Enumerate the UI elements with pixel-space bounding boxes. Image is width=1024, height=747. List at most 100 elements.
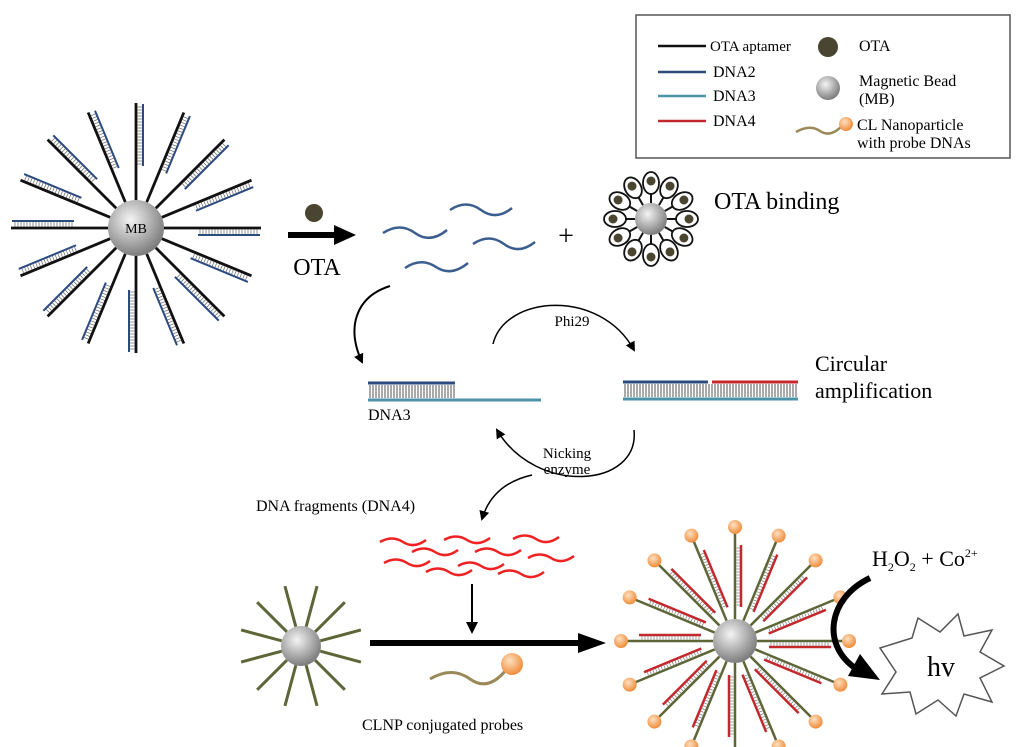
sandwich-duplex xyxy=(754,648,848,692)
aptamer-loop xyxy=(664,191,694,212)
aptamer-duplex xyxy=(18,237,111,278)
amplified-duplex xyxy=(623,380,798,401)
ota-molecule-icon xyxy=(679,195,689,205)
nicking-arrow xyxy=(495,428,635,478)
ota-label: OTA xyxy=(293,255,341,281)
legend-bead-label-2: (MB) xyxy=(859,91,895,108)
ota-molecule-icon xyxy=(608,214,618,224)
magnetic-bead-2 xyxy=(635,203,667,235)
cl-nanoparticle xyxy=(622,590,637,605)
cl-nanoparticle xyxy=(614,634,628,648)
released-dna2-strands xyxy=(382,203,536,273)
cl-nanoparticle xyxy=(771,739,786,747)
probe-dna-strand xyxy=(314,601,346,633)
probe-dna-strand xyxy=(256,659,288,691)
nicking-label-2: enzyme xyxy=(544,462,591,478)
fragment-down-arrow xyxy=(466,584,478,634)
cl-nanoparticle xyxy=(808,714,823,729)
sandwich-duplex xyxy=(741,660,786,747)
probe-dna-strand xyxy=(240,628,283,643)
sandwich-duplex xyxy=(727,663,737,747)
ota-molecule-icon xyxy=(684,214,694,224)
probe-dna-strand xyxy=(319,628,362,643)
aptamer-duplex xyxy=(134,103,144,200)
aptamer-loop xyxy=(667,210,699,228)
nicking-label-1: Nicking xyxy=(543,446,592,462)
aptamer-duplex xyxy=(46,134,118,210)
aptamer-duplex xyxy=(145,253,186,346)
legend-bead-label-1: Magnetic Bead xyxy=(859,73,956,90)
magnetic-bead-3 xyxy=(281,626,321,666)
h2o2-co-label: H2O2 + Co2+ xyxy=(872,546,978,574)
magnetic-bead-4 xyxy=(713,619,757,663)
sandwich-duplex xyxy=(647,655,721,729)
aptamer-duplex xyxy=(19,173,111,219)
dna4-fragments xyxy=(379,534,575,579)
aptamer-duplex xyxy=(154,246,226,322)
legend-clnp-strand xyxy=(795,125,843,135)
plus-sign: + xyxy=(558,221,574,252)
aptamer-loop xyxy=(608,191,638,212)
ota-molecule-icon xyxy=(627,181,637,191)
hv-label: hv xyxy=(927,652,955,683)
cl-nanoparticle xyxy=(842,634,856,648)
probe-dna-strand xyxy=(283,664,298,707)
cl-nanoparticle xyxy=(684,739,699,747)
legend-clnp-icon xyxy=(839,117,853,131)
aptamer-duplex xyxy=(81,253,127,345)
aptamer-loop xyxy=(642,171,660,203)
probe-dna-strand xyxy=(314,659,346,691)
aptamer-duplex xyxy=(42,246,118,318)
magnetic-bead-1 xyxy=(108,200,164,256)
sandwich-duplex xyxy=(742,528,786,622)
phi29-arrow xyxy=(492,304,635,352)
cl-nanoparticle xyxy=(647,714,662,729)
probe-dna-strand xyxy=(256,601,288,633)
legend-ota-label: OTA xyxy=(859,38,891,55)
aptamer-duplex xyxy=(154,138,230,210)
aptamer-duplex xyxy=(161,237,253,283)
probe-dna-spokes xyxy=(240,585,362,707)
cl-nanoparticle xyxy=(647,553,662,568)
mb-aptamer-spokes xyxy=(11,103,261,353)
ota-bound-aptamer-loops xyxy=(603,171,699,267)
sandwich-duplex xyxy=(749,553,823,627)
clnp-probe-strand xyxy=(429,669,508,686)
ota-molecule-icon xyxy=(613,195,623,205)
ota-molecule-icon xyxy=(627,247,637,257)
probe-dna-strand xyxy=(240,649,283,664)
clnp-probe-particle xyxy=(501,653,523,675)
probe-dna-strand xyxy=(304,585,319,628)
aptamer-duplex xyxy=(86,110,127,203)
sandwich-duplex xyxy=(622,590,716,634)
hybridize-arrow xyxy=(353,285,391,364)
sandwich-duplex xyxy=(647,553,721,627)
sandwich-duplex xyxy=(684,660,728,747)
cl-nanoparticle xyxy=(771,528,786,543)
sandwich-duplex xyxy=(728,520,743,619)
legend-dna3-label: DNA3 xyxy=(713,88,756,105)
sandwich-duplex xyxy=(614,633,713,648)
light-emission-burst xyxy=(878,612,1006,718)
aptamer-duplex xyxy=(11,220,108,230)
aptamer-loop xyxy=(623,176,644,206)
ota-molecule-icon xyxy=(305,204,323,222)
legend-clnp-label-1: CL Nanoparticle xyxy=(857,117,963,134)
ota-binding-label: OTA binding xyxy=(714,189,839,215)
dna3-dna2-duplex xyxy=(368,381,541,402)
dna-fragments-label: DNA fragments (DNA4) xyxy=(256,498,415,515)
clnp-complex-spokes xyxy=(614,520,856,747)
ota-molecule-icon xyxy=(665,181,675,191)
aptamer-loop xyxy=(603,210,635,228)
ota-molecule-icon xyxy=(665,247,675,257)
probe-dna-strand xyxy=(304,664,319,707)
legend-ota-icon xyxy=(818,37,838,57)
ota-molecule-icon xyxy=(679,233,689,243)
cl-nanoparticle xyxy=(833,677,848,692)
aptamer-loop xyxy=(664,226,694,247)
legend-dna2-label: DNA2 xyxy=(713,64,756,81)
legend-dna4-label: DNA4 xyxy=(713,113,756,130)
aptamer-loop xyxy=(623,232,644,262)
reaction-arrow xyxy=(830,575,872,673)
reaction-arrowhead xyxy=(848,654,880,680)
